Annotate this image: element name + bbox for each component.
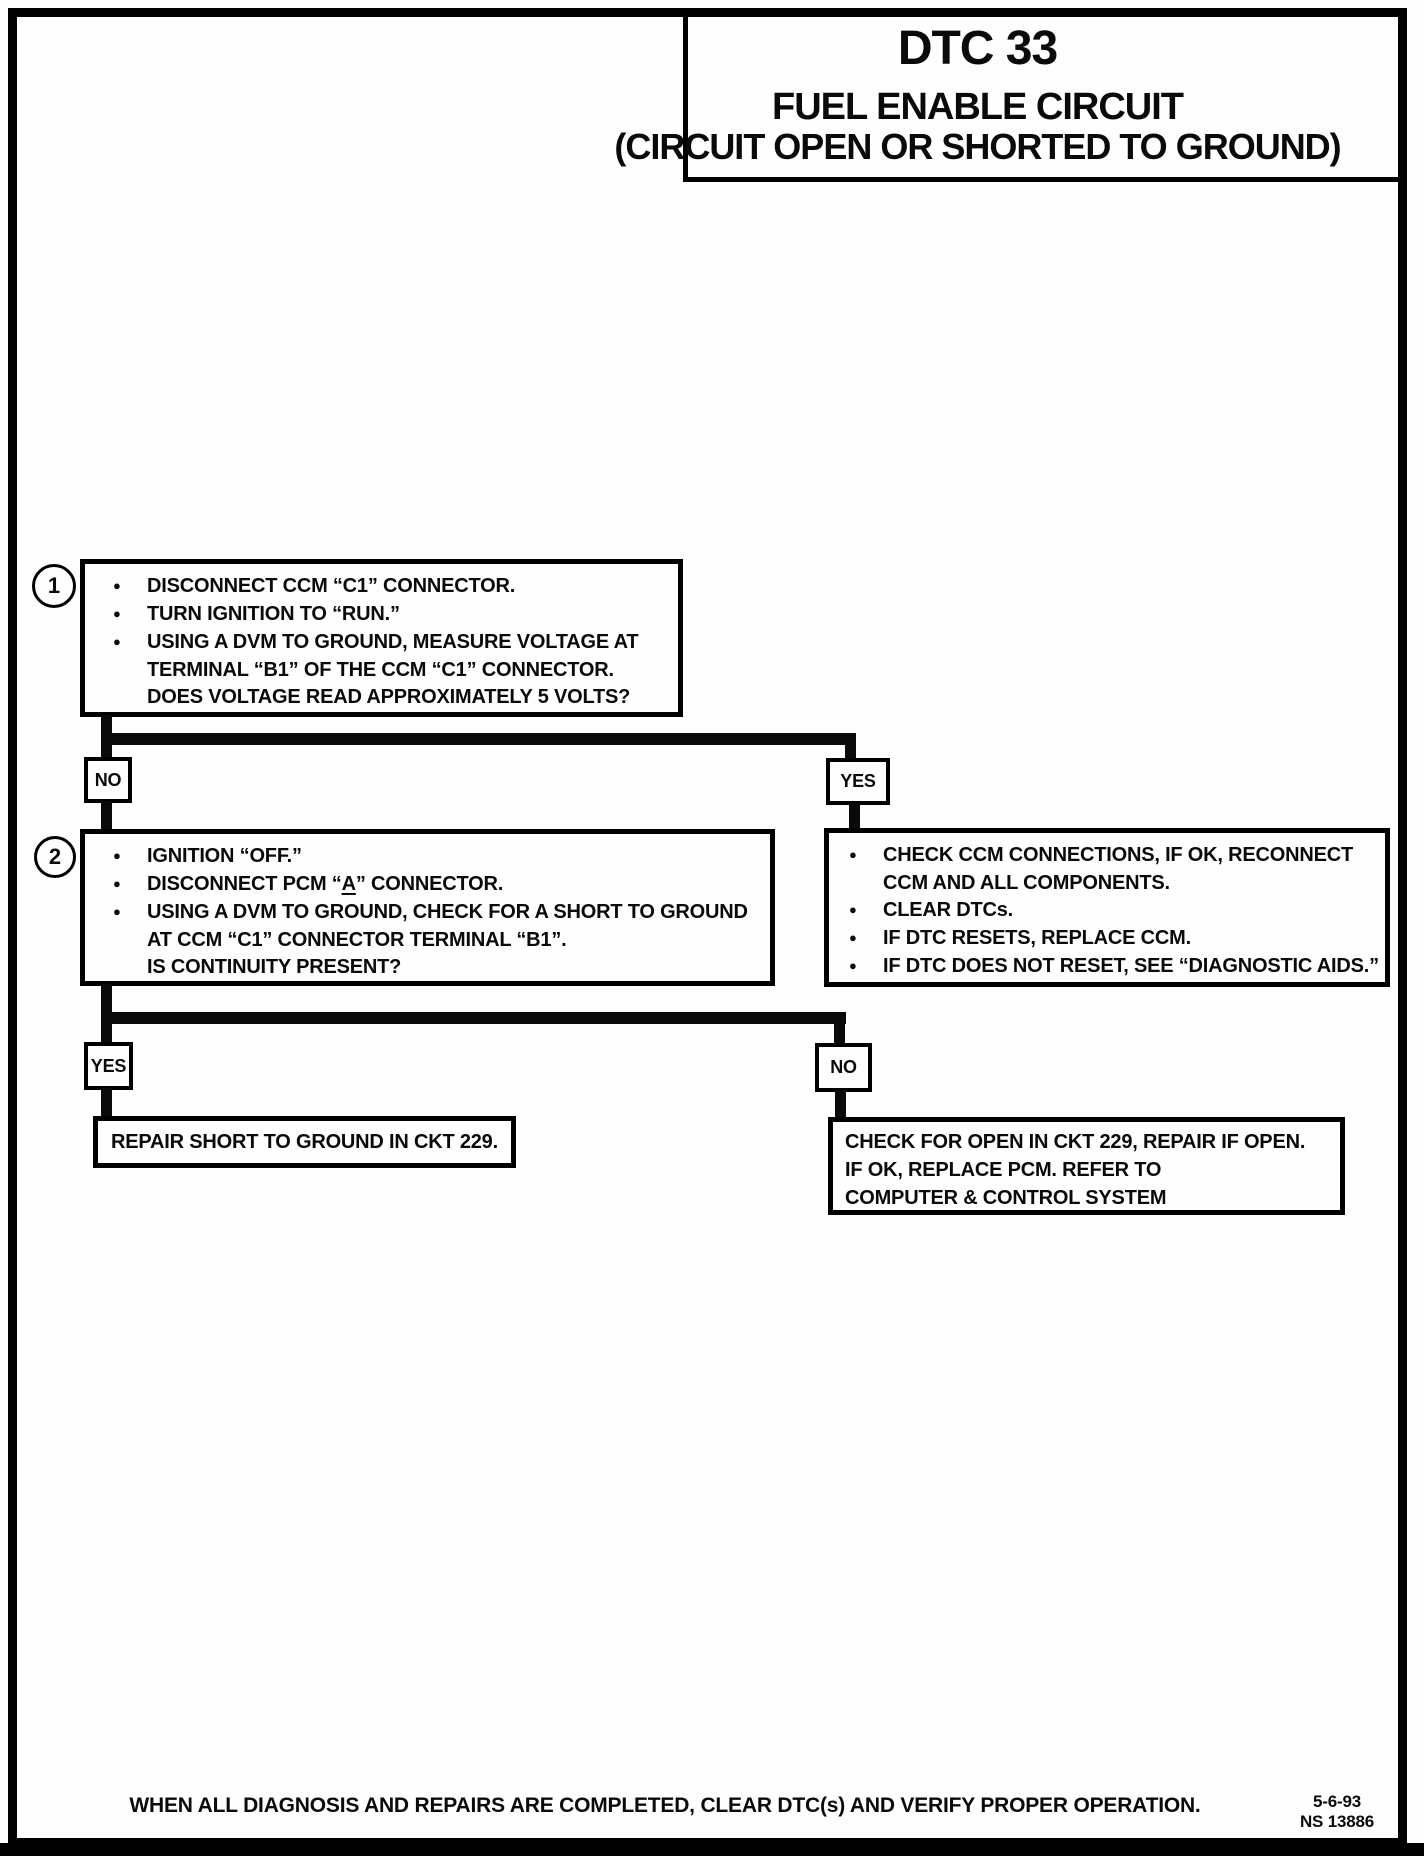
flow-line-branch2-no-stem — [834, 1012, 845, 1045]
yes1-result-item: IF DTC DOES NOT RESET, SEE “DIAGNOSTIC A… — [829, 953, 1385, 981]
no2-result-line: CHECK FOR OPEN IN CKT 229, REPAIR IF OPE… — [845, 1131, 1306, 1153]
step-2-item-text: IGNITION “OFF.” — [147, 845, 302, 867]
revision-date: 5-6-93 — [1313, 1792, 1361, 1811]
step-2-item-text: AT CCM “C1” CONNECTOR TERMINAL “B1”. — [147, 929, 567, 951]
no2-result-line: COMPUTER & CONTROL SYSTEM — [845, 1187, 1167, 1209]
branch2-yes-label: YES — [90, 1055, 127, 1076]
flow-line-yes2-down — [101, 1088, 112, 1119]
step-1-item: DOES VOLTAGE READ APPROXIMATELY 5 VOLTS? — [85, 684, 678, 711]
step-2-item: AT CCM “C1” CONNECTOR TERMINAL “B1”. — [85, 927, 770, 954]
step-1-item-text: TURN IGNITION TO “RUN.” — [147, 603, 400, 625]
no2-result-line: IF OK, REPLACE PCM. REFER TO — [845, 1159, 1162, 1181]
yes1-result-item-text: CCM AND ALL COMPONENTS. — [883, 872, 1170, 894]
flow-line-no2-down — [835, 1090, 846, 1120]
bullet-icon — [85, 573, 147, 601]
branch2-no-box: NO — [815, 1043, 872, 1092]
step-1-item-text: USING A DVM TO GROUND, MEASURE VOLTAGE A… — [147, 631, 639, 653]
page-subtitle: FUEL ENABLE CIRCUIT — [772, 86, 1184, 128]
document-number-block: 5-6-93 NS 13886 — [1282, 1792, 1392, 1832]
step-2-number: 2 — [48, 844, 62, 869]
step-2-item-text: IS CONTINUITY PRESENT? — [147, 956, 402, 978]
bullet-spacer — [85, 657, 147, 684]
yes2-result-box: REPAIR SHORT TO GROUND IN CKT 229. — [93, 1116, 516, 1168]
step-1-item: USING A DVM TO GROUND, MEASURE VOLTAGE A… — [85, 629, 678, 657]
step-1-number: 1 — [47, 573, 61, 598]
step-2-item-text: DISCONNECT PCM “A” CONNECTOR. — [147, 873, 504, 895]
bullet-icon — [829, 953, 883, 981]
step-2-item: IS CONTINUITY PRESENT? — [85, 954, 770, 981]
footer-instruction: WHEN ALL DIAGNOSIS AND REPAIRS ARE COMPL… — [129, 1794, 1201, 1817]
bullet-icon — [85, 629, 147, 657]
flow-line-branch1-yes-stem — [845, 733, 856, 761]
title-box-left-border — [683, 17, 688, 180]
bullet-spacer — [85, 684, 147, 711]
bullet-spacer — [85, 954, 147, 981]
step-2-item: DISCONNECT PCM “A” CONNECTOR. — [85, 871, 770, 899]
bullet-spacer — [85, 927, 147, 954]
step-1-item: TURN IGNITION TO “RUN.” — [85, 601, 678, 629]
document-number: NS 13886 — [1299, 1812, 1374, 1831]
step-1-item-text: DISCONNECT CCM “C1” CONNECTOR. — [147, 575, 516, 597]
step-2-number-badge: 2 — [34, 836, 76, 878]
yes1-result-item-text: CHECK CCM CONNECTIONS, IF OK, RECONNECT — [883, 844, 1353, 866]
step-1-item: TERMINAL “B1” OF THE CCM “C1” CONNECTOR. — [85, 657, 678, 684]
bullet-icon — [85, 899, 147, 927]
bullet-icon — [829, 842, 883, 870]
page-title: DTC 33 — [897, 22, 1058, 75]
step-1-item: DISCONNECT CCM “C1” CONNECTOR. — [85, 573, 678, 601]
yes1-result-item: CLEAR DTCs. — [829, 897, 1385, 925]
step-2-box: IGNITION “OFF.” DISCONNECT PCM “A” CONNE… — [80, 829, 775, 986]
bullet-icon — [85, 843, 147, 871]
yes1-result-item: CCM AND ALL COMPONENTS. — [829, 870, 1385, 897]
branch1-no-label: NO — [94, 769, 122, 790]
branch2-yes-box: YES — [84, 1042, 133, 1090]
step-2-item-text: USING A DVM TO GROUND, CHECK FOR A SHORT… — [147, 901, 748, 923]
yes1-result-item: IF DTC RESETS, REPLACE CCM. — [829, 925, 1385, 953]
branch1-yes-label: YES — [840, 771, 876, 791]
yes1-result-item-text: IF DTC DOES NOT RESET, SEE “DIAGNOSTIC A… — [883, 955, 1379, 977]
no2-result-box: CHECK FOR OPEN IN CKT 229, REPAIR IF OPE… — [828, 1117, 1345, 1215]
branch2-no-label: NO — [830, 1057, 857, 1077]
step-1-number-badge: 1 — [32, 564, 76, 608]
branch1-yes-box: YES — [826, 758, 890, 805]
bullet-icon — [829, 897, 883, 925]
flow-line-branch1-horizontal — [101, 733, 856, 745]
yes1-result-item: CHECK CCM CONNECTIONS, IF OK, RECONNECT — [829, 842, 1385, 870]
bullet-spacer — [829, 870, 883, 897]
yes1-result-item-text: CLEAR DTCs. — [883, 899, 1014, 921]
step-1-item-text: DOES VOLTAGE READ APPROXIMATELY 5 VOLTS? — [147, 686, 631, 708]
step-1-item-text: TERMINAL “B1” OF THE CCM “C1” CONNECTOR. — [147, 659, 614, 681]
page-border-frame — [8, 8, 1407, 1847]
yes1-result-item-text: IF DTC RESETS, REPLACE CCM. — [883, 927, 1191, 949]
title-box-bottom-border — [683, 177, 1399, 182]
step-2-item: IGNITION “OFF.” — [85, 843, 770, 871]
step-2-item: USING A DVM TO GROUND, CHECK FOR A SHORT… — [85, 899, 770, 927]
page-bottom-bar — [0, 1843, 1424, 1856]
bullet-icon — [85, 871, 147, 899]
flow-line-no1-down — [101, 801, 112, 832]
flow-line-branch2-horizontal — [101, 1012, 846, 1024]
yes2-result-text: REPAIR SHORT TO GROUND IN CKT 229. — [111, 1130, 498, 1153]
yes1-result-box: CHECK CCM CONNECTIONS, IF OK, RECONNECT … — [824, 828, 1390, 987]
bullet-icon — [829, 925, 883, 953]
step-1-box: DISCONNECT CCM “C1” CONNECTOR. TURN IGNI… — [80, 559, 683, 717]
bullet-icon — [85, 601, 147, 629]
page-subtitle-2: (CIRCUIT OPEN OR SHORTED TO GROUND) — [614, 126, 1341, 167]
title-block: DTC 33 FUEL ENABLE CIRCUIT (CIRCUIT OPEN… — [560, 22, 1395, 166]
branch1-no-box: NO — [84, 757, 132, 803]
flow-line-yes1-down — [849, 803, 860, 832]
underlined-connector-letter: A — [341, 873, 356, 895]
